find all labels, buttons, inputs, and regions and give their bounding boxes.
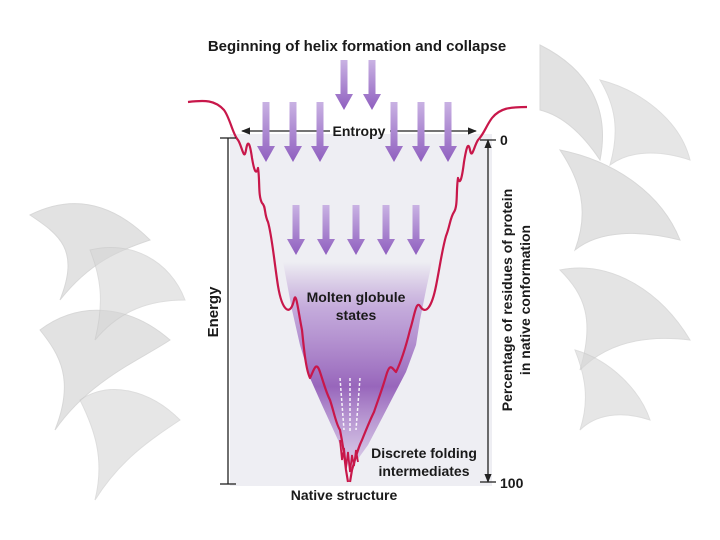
diagram-title: Beginning of helix formation and collaps… <box>208 38 506 55</box>
collapse-arrow <box>377 205 395 255</box>
discrete-intermediates-label-line1: Discrete folding <box>371 445 477 461</box>
collapse-arrow <box>335 60 353 110</box>
collapse-arrow <box>412 102 430 162</box>
funnel-outline-right <box>348 105 528 483</box>
collapse-arrow <box>257 102 275 162</box>
funnel-bottom-spikes <box>339 439 359 473</box>
funnel-outline-left <box>187 99 350 483</box>
tick-label-top: 0 <box>500 132 508 148</box>
collapse-arrow <box>407 205 425 255</box>
energy-label: Energy <box>205 286 222 338</box>
collapse-arrow <box>363 60 381 110</box>
folding-dashed-arrows <box>339 377 361 432</box>
entropy-label: Entropy <box>333 123 386 139</box>
collapse-arrow <box>284 102 302 162</box>
collapse-arrows <box>257 60 457 255</box>
collapse-arrow <box>439 102 457 162</box>
molten-globule-label-line1: Molten globule <box>307 289 406 305</box>
collapse-arrow <box>311 102 329 162</box>
percentage-label-line1: Percentage of residues of protein <box>499 189 515 412</box>
collapse-arrow <box>385 102 403 162</box>
molten-globule-region <box>283 262 432 470</box>
background-plant-art <box>29 44 691 501</box>
collapse-arrow <box>317 205 335 255</box>
percentage-label-line2: in native conformation <box>517 225 533 375</box>
native-structure-label: Native structure <box>291 487 398 503</box>
discrete-intermediates-label-line2: intermediates <box>378 463 469 479</box>
molten-globule-label-line2: states <box>336 307 377 323</box>
collapse-arrow <box>347 205 365 255</box>
tick-label-bottom: 100 <box>500 475 524 491</box>
collapse-arrow <box>287 205 305 255</box>
